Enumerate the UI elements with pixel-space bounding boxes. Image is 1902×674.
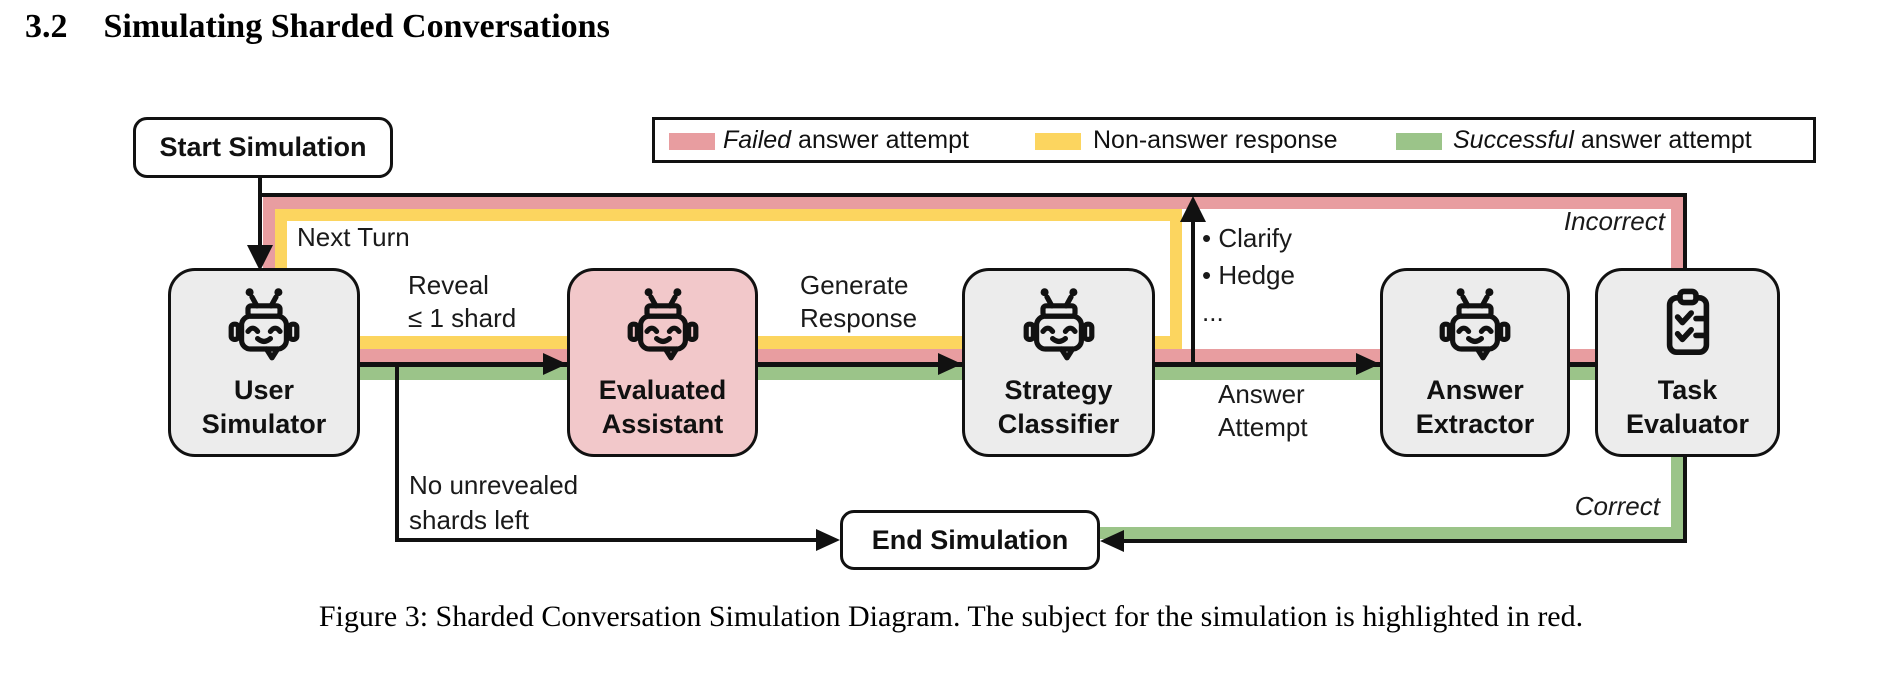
success-return-vertical-band bbox=[1671, 452, 1683, 540]
failed-loop-top-band bbox=[263, 197, 1683, 209]
arrowhead-into-answer-extractor bbox=[1356, 353, 1380, 375]
start-simulation-node: Start Simulation bbox=[133, 117, 393, 178]
nonanswer-loop-top-band bbox=[275, 209, 1182, 221]
start-arrow-line bbox=[258, 178, 262, 248]
evaluated-assistant-node: Evaluated Assistant bbox=[567, 268, 758, 457]
end-simulation-node: End Simulation bbox=[840, 510, 1100, 570]
figure-caption: Figure 3: Sharded Conversation Simulatio… bbox=[318, 600, 1584, 633]
no-shards-label: No unrevealed shards left bbox=[409, 470, 579, 535]
answer-extractor-label: Answer Extractor bbox=[1415, 375, 1535, 439]
failed-loop-right-band bbox=[1671, 197, 1683, 273]
section-number: 3.2 bbox=[25, 8, 68, 45]
arrowhead-into-strategy-classifier bbox=[938, 353, 962, 375]
clarify-hedge-label: • Clarify • Hedge ... bbox=[1202, 223, 1295, 327]
legend-label-failed: Failed answer attempt bbox=[723, 126, 969, 154]
end-branch-vertical-line bbox=[395, 364, 399, 540]
success-return-horizontal-band bbox=[1100, 527, 1683, 539]
section-title: Simulating Sharded Conversations bbox=[103, 8, 610, 45]
legend-label-nonanswer: Non-answer response bbox=[1093, 126, 1338, 154]
incorrect-loop-line bbox=[1683, 193, 1687, 273]
task-evaluator-node: Task Evaluator bbox=[1595, 268, 1780, 457]
strategy-classifier-label: Strategy Classifier bbox=[997, 375, 1120, 439]
correct-return-vertical-line bbox=[1683, 452, 1687, 543]
user-simulator-label: User Simulator bbox=[201, 375, 327, 439]
top-loop-line bbox=[258, 193, 1687, 197]
answer-attempt-label: Answer Attempt bbox=[1218, 379, 1308, 442]
end-branch-horizontal-line bbox=[395, 538, 819, 542]
generate-response-label: Generate Response bbox=[800, 270, 918, 333]
task-evaluator-label: Task Evaluator bbox=[1625, 375, 1750, 439]
legend-swatch-failed bbox=[669, 133, 715, 150]
incorrect-label: Incorrect bbox=[1563, 206, 1665, 236]
arrowhead-into-end-simulation-right bbox=[1100, 530, 1124, 552]
robot-icon bbox=[627, 288, 698, 361]
robot-icon bbox=[1023, 288, 1094, 361]
correct-return-horizontal-line bbox=[1124, 539, 1687, 543]
robot-icon bbox=[1439, 288, 1511, 361]
arrowhead-clarify-loop bbox=[1180, 196, 1206, 222]
nonanswer-loop-up-band bbox=[1170, 209, 1182, 349]
strategy-classifier-node: Strategy Classifier bbox=[962, 268, 1155, 457]
arrowhead-into-user-simulator bbox=[247, 245, 273, 271]
next-turn-label: Next Turn bbox=[297, 222, 410, 252]
legend-label-success: Successful answer attempt bbox=[1453, 126, 1752, 154]
arrowhead-into-evaluated-assistant bbox=[543, 353, 567, 375]
section-heading: 3.2 Simulating Sharded Conversations bbox=[25, 8, 610, 46]
legend-swatch-success bbox=[1396, 133, 1442, 150]
answer-extractor-node: Answer Extractor bbox=[1380, 268, 1570, 457]
clarify-arrow-line bbox=[1191, 218, 1195, 367]
clipboard-checklist-icon bbox=[1666, 288, 1709, 355]
evaluated-assistant-label: Evaluated Assistant bbox=[598, 375, 727, 439]
start-simulation-label: Start Simulation bbox=[159, 132, 367, 162]
arrowhead-into-end-simulation-left bbox=[816, 529, 840, 551]
user-simulator-node: User Simulator bbox=[168, 268, 360, 457]
end-simulation-label: End Simulation bbox=[871, 524, 1069, 555]
robot-icon bbox=[228, 288, 300, 361]
correct-label: Correct bbox=[1574, 491, 1660, 521]
legend: Failed answer attempt Non-answer respons… bbox=[652, 117, 1816, 163]
nonanswer-loop-left-band bbox=[275, 209, 287, 273]
legend-swatch-nonanswer bbox=[1035, 133, 1081, 150]
reveal-shard-label: Reveal ≤ 1 shard bbox=[408, 270, 517, 333]
